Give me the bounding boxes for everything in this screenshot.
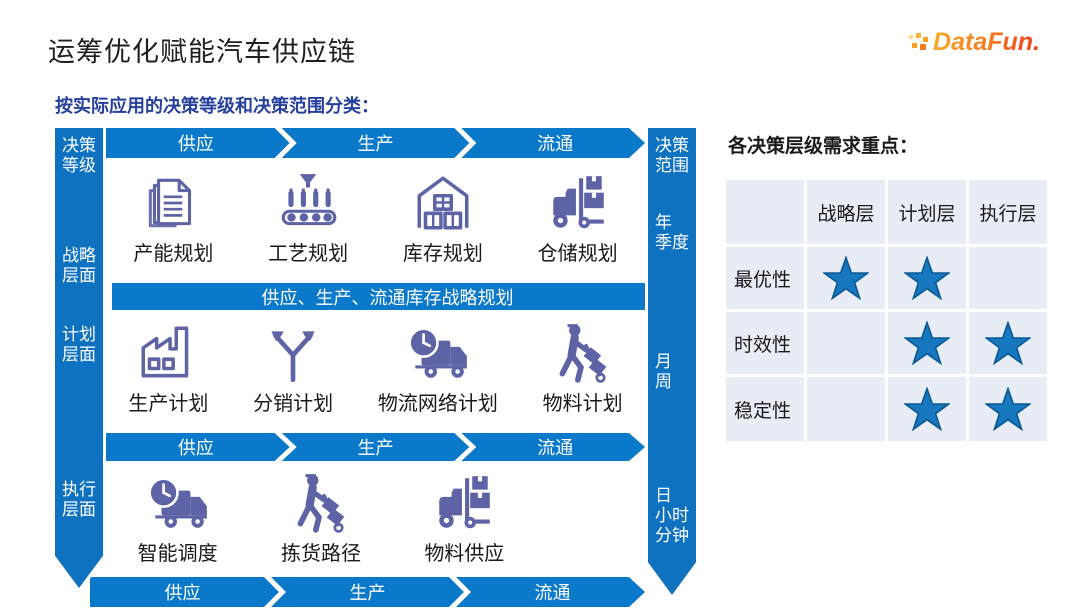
table-row-label: 时效性	[726, 312, 804, 374]
diagram-item-label: 库存规划	[402, 243, 483, 265]
diagram-item-label: 仓储规划	[537, 243, 618, 265]
diagram-item-label: 智能调度	[137, 543, 218, 565]
rail-label: 日 小时 分钟	[655, 486, 689, 546]
diagram-item-label: 拣货路径	[280, 543, 361, 565]
slide-subtitle: 按实际应用的决策等级和决策范围分类：	[55, 96, 379, 116]
flow-stage: 供应	[177, 438, 214, 458]
diagram-item: 库存规划	[403, 170, 483, 266]
forklift-icon	[545, 170, 611, 236]
star-icon	[904, 321, 950, 365]
table-star-cell	[807, 247, 885, 309]
execution-row: 智能调度 拣货路径 物料供应	[106, 462, 536, 566]
diagram-item: 物料供应	[424, 470, 504, 566]
rail-label: 月 周	[655, 352, 672, 392]
diagram-item-label: 物料计划	[542, 393, 623, 415]
table-star-cell	[888, 377, 966, 441]
worker-trolley-icon	[288, 470, 354, 536]
factory-icon	[135, 320, 201, 386]
left-rail-header: 决策 等级	[62, 136, 96, 176]
table-star-cell	[969, 377, 1047, 441]
flow-stage: 流通	[537, 134, 574, 154]
table-star-cell	[969, 247, 1047, 309]
star-icon	[985, 321, 1031, 365]
warehouse-icon	[410, 170, 476, 236]
table-star-cell	[888, 312, 966, 374]
planning-row: 生产计划 分销计划 物流网络计划 物料计划	[106, 312, 645, 416]
diagram-item-label: 产能规划	[133, 243, 214, 265]
diagram-item: 分销计划	[253, 320, 333, 416]
table-row-label: 最优性	[726, 247, 804, 309]
diagram-item: 生产计划	[128, 320, 208, 416]
flow-stage: 供应	[164, 583, 201, 603]
flow-band-top: 供应 生产 流通	[106, 128, 645, 158]
decision-level-rail: 决策 等级 战略 层面计划 层面执行 层面	[55, 128, 103, 588]
datafun-logo: DataFun.	[909, 28, 1040, 57]
truck-clock-icon	[405, 320, 471, 386]
forklift-icon	[431, 470, 497, 536]
rail-label: 计划 层面	[62, 325, 96, 365]
star-icon	[985, 387, 1031, 431]
truck-clock-icon	[145, 470, 211, 536]
diagram-item-label: 工艺规划	[268, 243, 349, 265]
flow-stage: 生产	[349, 583, 386, 603]
right-rail-header: 决策 范围	[655, 136, 689, 176]
table-row-label: 稳定性	[726, 377, 804, 441]
decision-scope-rail: 决策 范围 年 季度月 周日 小时 分钟	[648, 128, 696, 595]
table-star-cell	[969, 312, 1047, 374]
table-column-header: 执行层	[969, 180, 1047, 244]
rail-label: 年 季度	[655, 213, 689, 253]
flow-stage: 生产	[357, 134, 394, 154]
diagram-item-label: 分销计划	[253, 393, 334, 415]
diagram-item: 拣货路径	[281, 470, 361, 566]
logo-dots-icon	[909, 32, 931, 54]
table-column-header: 计划层	[888, 180, 966, 244]
star-icon	[904, 387, 950, 431]
table-corner-cell	[726, 180, 804, 244]
flow-stage: 流通	[537, 438, 574, 458]
flow-stage: 流通	[534, 583, 571, 603]
branch-arrows-icon	[260, 320, 326, 386]
worker-trolley-icon	[550, 320, 616, 386]
table-star-cell	[807, 312, 885, 374]
rail-label: 执行 层面	[62, 480, 96, 520]
diagram-item: 物料计划	[543, 320, 623, 416]
flow-stage: 供应	[177, 134, 214, 154]
diagram-item-label: 物料供应	[424, 543, 505, 565]
strategic-row: 产能规划 工艺规划 库存规划 仓储规划	[106, 162, 645, 266]
diagram-item-label: 物流网络计划	[377, 393, 498, 415]
table-star-cell	[888, 247, 966, 309]
needs-panel-title: 各决策层级需求重点：	[728, 136, 919, 157]
diagram-item-label: 生产计划	[128, 393, 209, 415]
rail-label: 战略 层面	[62, 246, 96, 286]
diagram-item: 物流网络计划	[378, 320, 498, 416]
diagram-item: 产能规划	[133, 170, 213, 266]
strategic-banner: 供应、生产、流通库存战略规划	[112, 283, 663, 310]
star-icon	[904, 256, 950, 300]
needs-table: 战略层计划层执行层最优性时效性稳定性	[726, 180, 1047, 441]
star-icon	[823, 256, 869, 300]
flow-band-middle: 供应 生产 流通	[106, 433, 645, 461]
logo-text: DataFun.	[933, 28, 1040, 56]
flow-band-bottom: 供应 生产 流通	[90, 577, 645, 607]
flow-stage: 生产	[357, 438, 394, 458]
table-star-cell	[807, 377, 885, 441]
table-column-header: 战略层	[807, 180, 885, 244]
production-line-icon	[275, 170, 341, 236]
page-title: 运筹优化赋能汽车供应链	[48, 37, 356, 67]
diagram-item: 工艺规划	[268, 170, 348, 266]
documents-icon	[140, 170, 206, 236]
diagram-item: 仓储规划	[538, 170, 618, 266]
diagram-item: 智能调度	[138, 470, 218, 566]
